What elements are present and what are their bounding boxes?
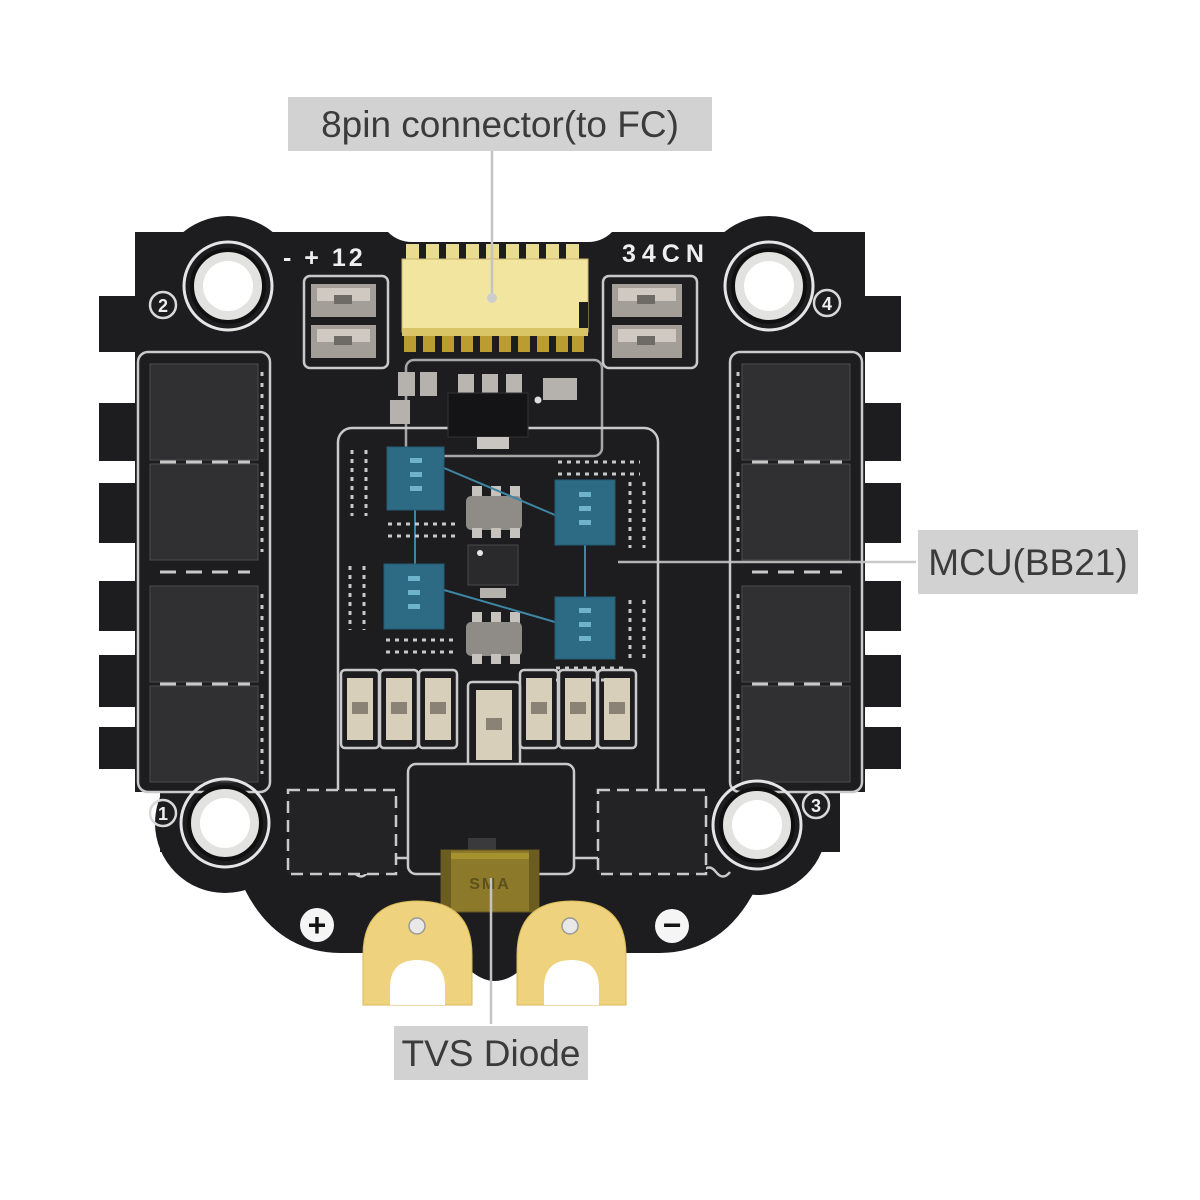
callout-mcu-text: MCU(BB21) [928,542,1127,583]
callout-box [918,530,1138,594]
svg-text:2: 2 [158,296,168,316]
sot23-transistor-lower [466,612,522,664]
silk-label-motor34: 34CN [622,240,710,268]
sot23-transistor-upper [466,486,522,538]
capacitor-pair-top-left [311,284,376,358]
capacitor-pair-top-right [612,284,682,358]
connector-base [402,328,588,336]
mosfet [149,363,259,461]
mcu-chips [383,446,616,660]
svg-text:−: − [663,907,682,943]
svg-text:3: 3 [811,796,821,816]
connector-gold-fingers [406,244,579,261]
leader-dot [487,293,497,303]
svg-text:4: 4 [822,294,832,314]
mosfet-bank-right [736,363,851,783]
callout-tvs: TVS Diode [394,878,588,1080]
positive-terminal-marker: + [300,907,334,943]
callout-tvs-text: TVS Diode [402,1033,581,1074]
mosfet [149,585,259,683]
corner-marker-2: 2 [148,290,178,320]
silk-squiggle-bottom-right [701,866,731,878]
corner-marker-3: 3 [801,790,831,820]
mcu-chip [383,563,445,630]
mcu-chip [386,446,445,511]
tvs-marking: SMA [469,876,511,893]
connector-notch [579,302,588,332]
bottom-components [286,762,708,876]
callout-connector-text: 8pin connector(to FC) [321,104,679,145]
capacitor [311,284,376,317]
silk-box-caps-top-left [302,274,390,370]
svg-text:1: 1 [158,804,168,824]
mounting-hole [723,240,815,332]
pad-drill-mark [561,917,579,935]
mounting-hole [179,777,271,869]
bottom-left-component [286,788,398,876]
small-passives-top [390,372,577,424]
silk-label-motor12: - + 12 [283,244,366,272]
silkscreen-text: - + 12 34CN 2 4 1 3 + − [148,240,842,943]
svg-text:+: + [308,907,327,943]
board-top-recess [388,232,612,242]
silk-box-mosfets-right [728,350,864,794]
callout-box [288,97,712,151]
battery-pad-positive [362,900,473,1006]
callout-mcu: MCU(BB21) [618,530,1138,594]
pad-drill-mark [408,917,426,935]
callout-connector: 8pin connector(to FC) [288,97,712,303]
mosfet-bank-left [149,363,264,783]
mounting-holes [179,240,815,871]
capacitor [612,284,682,317]
mosfet [741,585,851,683]
mosfet [741,463,851,561]
mounting-hole [182,240,274,332]
mosfet [149,685,259,783]
mcu-chip [554,596,616,660]
board-left-edge-tabs [99,296,137,769]
mounting-hole [711,779,803,871]
connector-pins [404,336,584,352]
center-small-ic [467,544,519,598]
corner-marker-1: 1 [148,798,178,828]
board-between-pads [472,953,518,981]
bottom-right-component [596,788,708,876]
capacitor [311,325,376,358]
mcu-footprint-pads [348,450,646,682]
mosfet [741,363,851,461]
capacitor [347,678,630,760]
capacitor [612,325,682,358]
board-right-edge-tabs [863,296,901,769]
mcu-chip [554,479,616,546]
output-capacitor-row [339,668,638,770]
silk-box-caps-top-right [601,274,699,370]
corner-marker-4: 4 [812,288,842,318]
battery-pad-negative [516,900,627,1006]
voltage-regulator-ic [447,374,529,449]
negative-terminal-marker: − [655,907,689,943]
callout-box [394,1026,588,1080]
mosfet [149,463,259,561]
mosfet [741,685,851,783]
